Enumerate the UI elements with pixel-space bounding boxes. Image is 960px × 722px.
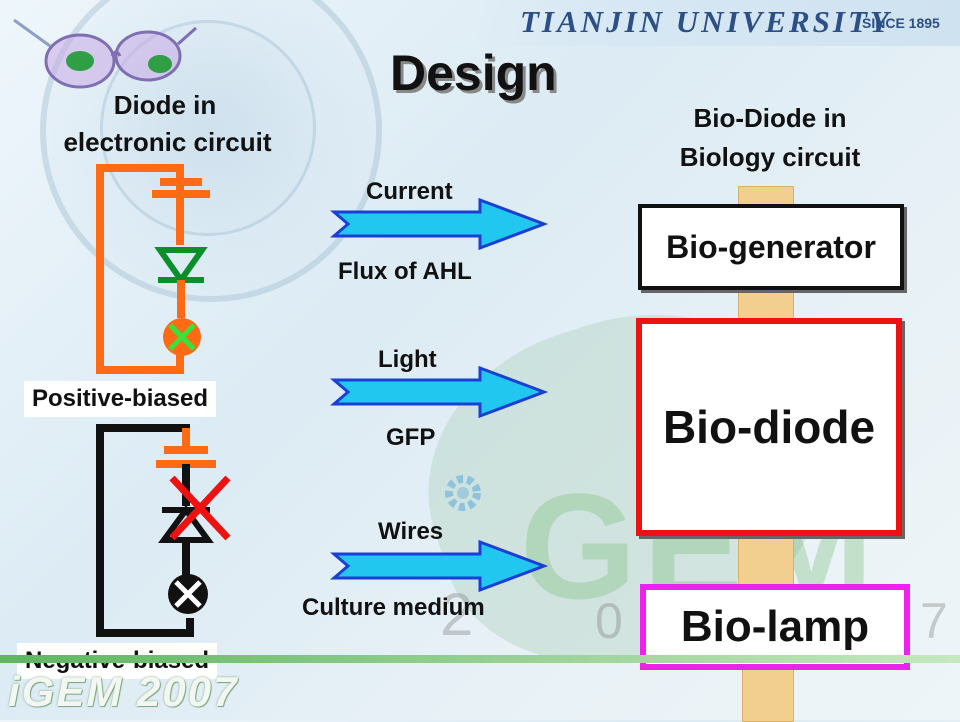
bio-generator-box: Bio-generator: [638, 204, 904, 290]
arrow3-bottom-label: Culture medium: [302, 594, 485, 621]
positive-circuit-diagram: [96, 164, 210, 374]
connector-bar: [738, 536, 794, 590]
left-heading-line1: Diode in: [113, 90, 217, 120]
left-heading-line2: electronic circuit: [63, 127, 272, 157]
positive-circuit-wire: [96, 164, 184, 374]
right-heading-line1: Bio-Diode in: [693, 103, 847, 133]
gear-icon: [445, 475, 481, 511]
university-name: TIANJIN UNIVERSITY: [520, 4, 892, 39]
bio-diode-label: Bio-diode: [662, 401, 876, 453]
arrow2-bottom-label: GFP: [386, 424, 436, 451]
connector-bar: [742, 668, 794, 722]
header-band: [470, 0, 960, 46]
university-since: SINCE 1895: [862, 15, 940, 31]
footer-bar: [0, 655, 960, 663]
bio-generator-label: Bio-generator: [666, 228, 876, 265]
arrow1-top-label: Current: [366, 178, 453, 205]
background-digit-0: 0: [595, 593, 623, 649]
arrow2-top-label: Light: [378, 346, 437, 373]
right-arrow-icon: [330, 539, 549, 593]
right-arrow-icon: [330, 197, 549, 251]
negative-circuit-diagram: [96, 424, 231, 637]
arrow3-top-label: Wires: [378, 518, 444, 545]
background-digit-2: 2: [440, 581, 474, 648]
igem-glasses-logo: [13, 18, 197, 89]
page-title: Design: [390, 45, 557, 101]
arrow1-bottom-label: Flux of AHL: [338, 258, 472, 285]
background-digit-7: 7: [920, 593, 948, 649]
right-heading-line2: Biology circuit: [679, 142, 861, 172]
negative-circuit-wire: [96, 424, 194, 637]
connector-bar: [738, 288, 794, 322]
diode-icon: [154, 247, 208, 286]
right-arrow-icon: [330, 365, 549, 419]
positive-biased-label: Positive-biased: [24, 381, 217, 417]
footer-logo: iGEM 2007: [8, 668, 239, 715]
bio-diode-box: Bio-diode: [636, 318, 902, 536]
bio-lamp-label: Bio-lamp: [680, 602, 870, 651]
